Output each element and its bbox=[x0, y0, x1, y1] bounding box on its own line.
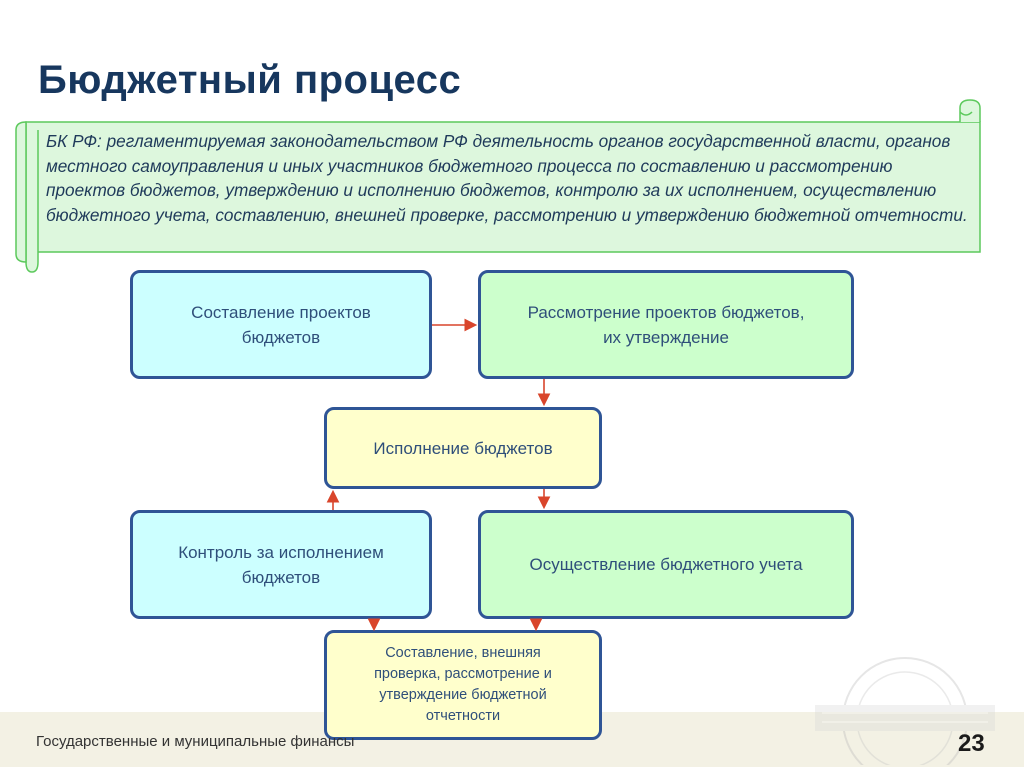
step-accounting: Осуществление бюджетного учета bbox=[478, 510, 854, 619]
step-reporting-label: Составление, внешняя проверка, рассмотре… bbox=[374, 645, 552, 724]
step-execution: Исполнение бюджетов bbox=[324, 407, 602, 489]
step-accounting-label: Осуществление бюджетного учета bbox=[529, 555, 803, 574]
definition-text: БК РФ: регламентируемая законодательство… bbox=[46, 131, 968, 225]
step-control: Контроль за исполнением бюджетов bbox=[130, 510, 432, 619]
step-draft-budgets: Составление проектов бюджетов bbox=[130, 270, 432, 379]
step-reporting: Составление, внешняя проверка, рассмотре… bbox=[324, 630, 602, 740]
slide-title: Бюджетный процесс bbox=[38, 58, 462, 102]
step-draft-label: Составление проектов бюджетов bbox=[191, 302, 371, 347]
page-number: 23 bbox=[958, 730, 985, 757]
definition-scroll bbox=[15, 99, 981, 273]
footer-course-title: Государственные и муниципальные финансы bbox=[36, 733, 355, 750]
step-review-label: Рассмотрение проектов бюджетов, их утвер… bbox=[527, 302, 805, 347]
university-seal-watermark bbox=[815, 657, 995, 765]
step-execution-label: Исполнение бюджетов bbox=[373, 438, 553, 458]
step-control-label: Контроль за исполнением бюджетов bbox=[178, 542, 384, 587]
step-review-approval: Рассмотрение проектов бюджетов, их утвер… bbox=[478, 270, 854, 379]
